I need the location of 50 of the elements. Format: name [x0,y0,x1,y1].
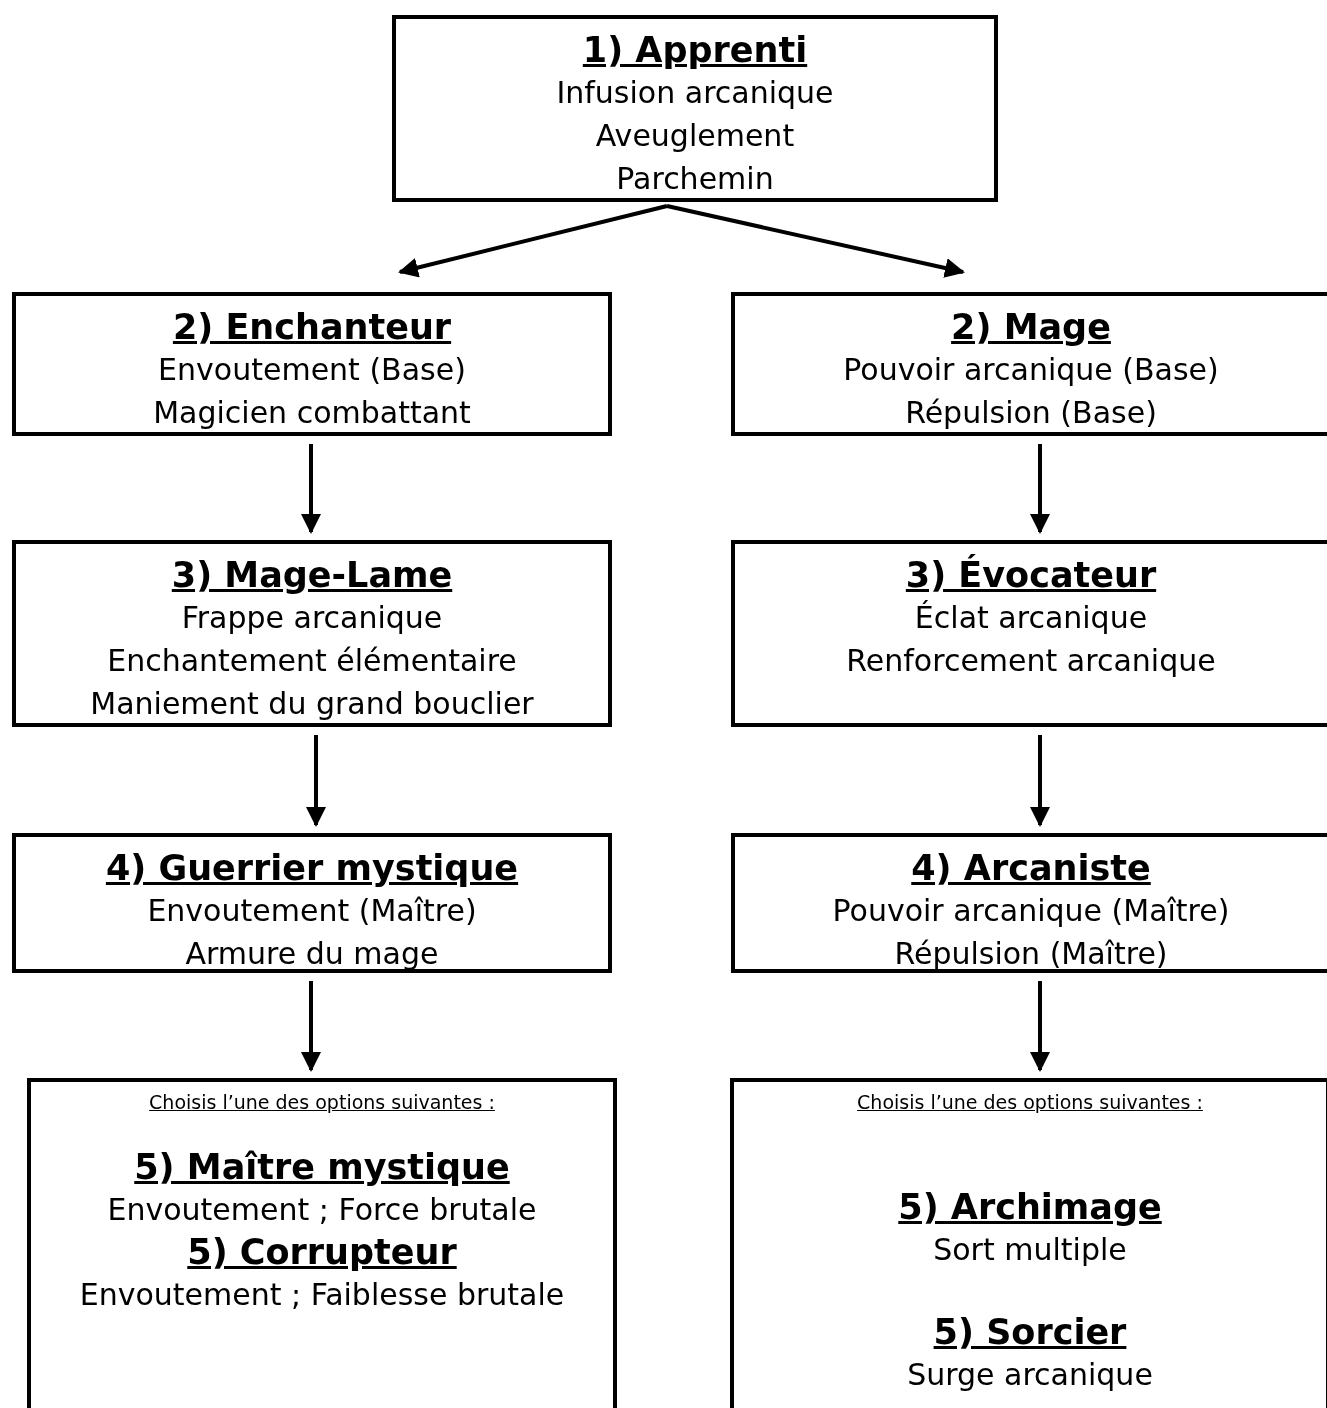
skill-text: Éclat arcanique [914,599,1148,637]
skill-text: Parchemin [616,160,774,198]
skill-text: Envoutement (Base) [158,351,466,389]
rank-title: 3) Évocateur [905,554,1157,596]
rank-box [12,292,612,436]
arrow [1030,981,1050,1072]
rank-title: 3) Mage-Lame [171,554,453,596]
rank-box [731,540,1327,727]
rank-box [731,292,1327,436]
skill-text: Répulsion (Base) [905,394,1157,432]
rank-box [392,15,998,202]
skill-text: Répulsion (Maître) [894,935,1168,973]
rank-title: 2) Mage [951,306,1111,348]
skill-text: Aveuglement [595,117,795,155]
rank-title: 5) Maître mystique [134,1146,510,1188]
arrow [1030,735,1050,827]
rank-title: 1) Apprenti [582,29,808,71]
rank-title: 5) Sorcier [933,1311,1127,1353]
arrow [398,204,668,278]
rank-box [12,540,612,727]
rank-box [27,1078,617,1408]
arrow [666,204,965,278]
instruction-note: Choisis l’une des options suivantes : [149,1090,495,1114]
skill-text: Envoutement (Maître) [147,892,477,930]
skill-text: Armure du mage [185,935,439,973]
rank-title: 2) Enchanteur [172,306,452,348]
skill-text: Enchantement élémentaire [107,642,517,680]
rank-title: 4) Guerrier mystique [105,847,519,889]
skill-text: Envoutement ; Faiblesse brutale [79,1276,565,1314]
arrow [301,981,321,1072]
skill-text: Maniement du grand bouclier [90,685,534,723]
skill-text: Envoutement ; Force brutale [107,1191,537,1229]
rank-title: 5) Corrupteur [187,1231,457,1273]
arrow [301,444,321,534]
arrow [306,735,326,827]
skill-text: Pouvoir arcanique (Base) [843,351,1219,389]
skill-text: Pouvoir arcanique (Maître) [832,892,1230,930]
instruction-note: Choisis l’une des options suivantes : [857,1090,1203,1114]
rank-box [12,833,612,973]
skill-text: Surge arcanique [907,1356,1153,1394]
rank-title: 5) Archimage [898,1186,1162,1228]
rank-box [730,1078,1327,1408]
skill-text: Sort multiple [933,1231,1127,1269]
skill-text: Renforcement arcanique [846,642,1216,680]
skill-text: Magicien combattant [153,394,471,432]
arrow [1030,444,1050,534]
rank-box [731,833,1327,973]
skill-text: Frappe arcanique [181,599,443,637]
rank-title: 4) Arcaniste [911,847,1151,889]
skill-text: Infusion arcanique [556,74,834,112]
